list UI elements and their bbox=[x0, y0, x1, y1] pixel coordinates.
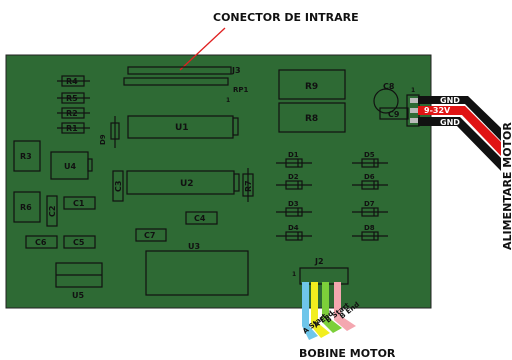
pcb-board bbox=[5, 54, 432, 309]
svg-text:D8: D8 bbox=[364, 224, 375, 232]
motor-coils-title: BOBINE MOTOR bbox=[299, 347, 396, 360]
coil-wire-b-start bbox=[322, 282, 329, 322]
wire-gnd-top bbox=[418, 96, 501, 141]
diode-d5: D5 bbox=[352, 151, 388, 168]
svg-text:U5: U5 bbox=[72, 291, 84, 300]
svg-text:C6: C6 bbox=[35, 238, 47, 247]
resistor-r8: R8 bbox=[278, 102, 346, 133]
capacitor-c5: C5 bbox=[63, 235, 96, 249]
svg-text:D7: D7 bbox=[364, 200, 375, 208]
svg-text:R2: R2 bbox=[66, 109, 78, 118]
ic-u5: U5 bbox=[55, 262, 103, 300]
svg-text:D3: D3 bbox=[288, 200, 299, 208]
svg-text:D1: D1 bbox=[288, 151, 299, 159]
svg-text:U4: U4 bbox=[64, 162, 76, 171]
ic-u2: U2 bbox=[126, 170, 240, 195]
rp1-label: RP1 bbox=[233, 86, 249, 94]
diode-d9: D9 bbox=[99, 116, 120, 148]
svg-text:D5: D5 bbox=[364, 151, 375, 159]
pin1-j3: 1 bbox=[226, 97, 230, 104]
svg-text:U3: U3 bbox=[188, 242, 200, 251]
resistor-r2: R2 bbox=[57, 107, 90, 119]
diode-d2: D2 bbox=[276, 173, 312, 190]
capacitor-c9: C9 bbox=[379, 107, 409, 120]
resistor-r5: R5 bbox=[57, 92, 90, 104]
resistor-r7: R7 bbox=[242, 168, 254, 202]
svg-text:U2: U2 bbox=[180, 179, 194, 189]
motor-supply-title: ALIMENTARE MOTOR bbox=[501, 122, 512, 250]
svg-text:C5: C5 bbox=[73, 238, 85, 247]
svg-text:U1: U1 bbox=[175, 123, 189, 133]
capacitor-c1: C1 bbox=[63, 196, 96, 210]
coil-wire-a-start bbox=[302, 282, 309, 326]
diode-d4: D4 bbox=[276, 224, 312, 241]
svg-text:R5: R5 bbox=[66, 94, 78, 103]
svg-text:C4: C4 bbox=[194, 214, 206, 223]
svg-text:R8: R8 bbox=[305, 114, 318, 124]
capacitor-c8: C8 bbox=[373, 82, 399, 114]
power-wire-label-3: GND bbox=[440, 118, 460, 127]
coil-wire-b-end bbox=[334, 282, 341, 320]
pin1-j2: 1 bbox=[292, 271, 296, 278]
power-wire-label-1: GND bbox=[440, 96, 460, 105]
connector-arrow bbox=[179, 27, 226, 71]
svg-text:C3: C3 bbox=[114, 181, 123, 192]
wire-gnd-bottom bbox=[418, 117, 501, 171]
diode-d1: D1 bbox=[276, 151, 312, 168]
svg-text:J2: J2 bbox=[314, 257, 324, 266]
diode-d8: D8 bbox=[352, 224, 388, 241]
coil-tail-a-end bbox=[311, 323, 330, 338]
svg-text:D4: D4 bbox=[288, 224, 299, 232]
j3-label: J3 bbox=[231, 66, 241, 75]
resistor-r1: R1 bbox=[57, 122, 90, 134]
svg-text:C1: C1 bbox=[73, 199, 85, 208]
svg-text:R4: R4 bbox=[66, 77, 78, 86]
resistor-r9: R9 bbox=[278, 69, 346, 100]
svg-text:R6: R6 bbox=[20, 203, 32, 212]
svg-text:R3: R3 bbox=[20, 152, 32, 161]
diode-d7: D7 bbox=[352, 200, 388, 217]
svg-text:C2: C2 bbox=[48, 206, 57, 217]
diode-d3: D3 bbox=[276, 200, 312, 217]
resistor-r3: R3 bbox=[13, 140, 41, 172]
svg-text:D6: D6 bbox=[364, 173, 375, 181]
coil-tail-b-end bbox=[334, 316, 356, 331]
diode-d6: D6 bbox=[352, 173, 388, 190]
capacitor-c6: C6 bbox=[25, 235, 58, 249]
svg-text:R9: R9 bbox=[305, 82, 318, 92]
capacitor-c4: C4 bbox=[185, 211, 218, 225]
coil-tail-a-start bbox=[302, 326, 318, 340]
svg-text:R7: R7 bbox=[244, 180, 253, 192]
capacitor-c7: C7 bbox=[135, 228, 167, 242]
capacitor-c3: C3 bbox=[112, 170, 124, 202]
svg-text:C8: C8 bbox=[383, 82, 395, 91]
resistor-r4: R4 bbox=[57, 75, 90, 87]
coil-wire-a-end bbox=[311, 282, 318, 326]
power-wire-label-2: 9-32V bbox=[424, 106, 451, 115]
svg-text:D2: D2 bbox=[288, 173, 299, 181]
svg-text:D9: D9 bbox=[99, 134, 107, 145]
svg-text:C7: C7 bbox=[144, 231, 155, 240]
ic-u1: U1 bbox=[127, 115, 239, 139]
pin1-power: 1 bbox=[411, 87, 415, 94]
capacitor-c2: C2 bbox=[46, 195, 58, 227]
wire-9-32v bbox=[418, 106, 501, 156]
ic-u3: U3 bbox=[145, 242, 249, 296]
connector-title: CONECTOR DE INTRARE bbox=[213, 11, 359, 24]
svg-text:C9: C9 bbox=[388, 110, 400, 119]
coil-tail-b-start bbox=[322, 318, 342, 333]
ic-u4: U4 bbox=[50, 151, 93, 180]
svg-text:R1: R1 bbox=[66, 124, 78, 133]
resistor-r6: R6 bbox=[13, 191, 41, 223]
